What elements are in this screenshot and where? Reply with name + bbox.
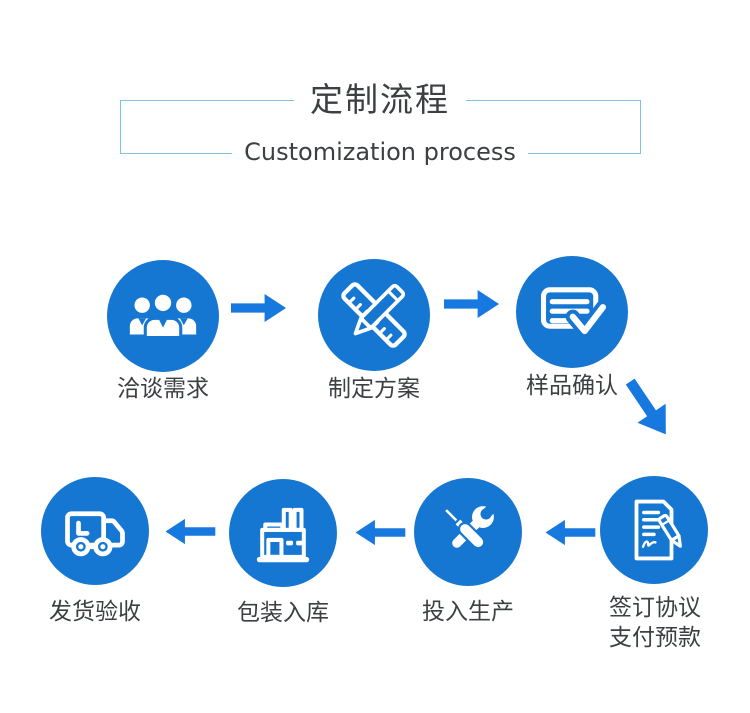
step-label-sample-confirm: 样品确认 [526, 373, 618, 399]
tools-icon [442, 503, 497, 550]
arrow-right-1-icon [231, 294, 287, 322]
page-subtitle: Customization process [232, 138, 528, 166]
arrow-diagonal-icon [625, 378, 666, 435]
step-label-production: 投入生产 [422, 599, 514, 625]
step-circle-production [414, 478, 522, 586]
arrow-left-1-icon [545, 519, 596, 546]
step-circle-plan [318, 259, 430, 371]
contract-pen-icon [634, 499, 682, 561]
arrow-left-2-icon [355, 519, 406, 546]
step-label-warehouse: 包装入库 [237, 600, 329, 626]
people-group-icon [129, 291, 197, 340]
step-label-contract-line2: 支付预款 [609, 625, 701, 651]
title-cn-row: 定制流程 [120, 79, 640, 121]
arrow-right-2-icon [444, 290, 500, 318]
step-circle-delivery [41, 477, 149, 585]
factory-warehouse-icon [256, 507, 310, 563]
step-label-plan: 制定方案 [328, 376, 420, 402]
step-label-delivery: 发货验收 [49, 599, 141, 625]
step-label-contract: 签订协议 支付预款 [545, 593, 750, 653]
arrow-left-3-icon [165, 518, 216, 545]
step-circle-contract [600, 476, 708, 584]
page-title: 定制流程 [294, 79, 466, 121]
step-label-negotiate: 洽谈需求 [117, 376, 209, 402]
step-circle-sample-confirm [516, 256, 628, 368]
step-circle-warehouse [229, 479, 337, 587]
step-label-contract-line1: 签订协议 [609, 595, 701, 621]
title-en-row: Customization process [120, 138, 640, 166]
document-check-icon [540, 287, 610, 339]
step-circle-negotiate [107, 260, 219, 372]
delivery-truck-icon [65, 511, 125, 557]
pencil-ruler-icon [341, 282, 407, 348]
